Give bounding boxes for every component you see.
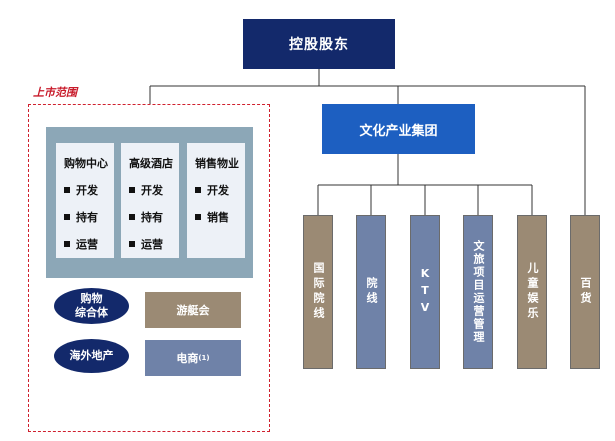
ktv-box: KTV [410,215,440,369]
controlling-shareholder-label: 控股股东 [289,37,349,53]
yacht-club-box: 游艇会 [145,292,241,328]
ellipse-label-line2: 综合体 [75,306,108,319]
ellipse-label: 海外地产 [69,349,114,362]
bullet-icon [129,187,135,193]
international-cinema-box: 国际院线 [303,215,333,369]
kids-entertainment-box: 儿童娱乐 [517,215,547,369]
yacht-club-label: 游艇会 [176,304,210,317]
controlling-shareholder-box: 控股股东 [243,19,395,69]
card-item: 开发 [64,182,114,198]
ellipse-label-line1: 购物 [80,292,103,305]
cinema-chain-box: 院线 [356,215,386,369]
card-item: 运营 [64,236,114,252]
bullet-icon [64,187,70,193]
card-item: 开发 [195,182,245,198]
bullet-icon [64,214,70,220]
card-item: 开发 [129,182,179,198]
shopping-complex-ellipse: 购物 综合体 [54,288,129,324]
ecommerce-box: 电商(1) [145,340,241,376]
card-item: 运营 [129,236,179,252]
shopping-center-card: 购物中心 开发 持有 运营 [56,143,114,258]
card-title: 销售物业 [195,157,239,170]
card-item: 持有 [129,209,179,225]
luxury-hotel-card: 高级酒店 开发 持有 运营 [121,143,179,258]
listed-scope-frame [28,104,270,432]
card-item: 持有 [64,209,114,225]
bullet-icon [195,214,201,220]
property-sales-card: 销售物业 开发 销售 [187,143,245,258]
bullet-icon [129,214,135,220]
card-title: 购物中心 [64,157,108,170]
ecommerce-footnote: (1) [198,354,210,362]
bullet-icon [195,187,201,193]
bullet-icon [64,241,70,247]
overseas-property-ellipse: 海外地产 [54,339,129,373]
listed-scope-label: 上市范围 [33,86,77,99]
culture-tourism-ops-box: 文旅项目运营管理 [463,215,493,369]
card-title: 高级酒店 [129,157,173,170]
card-item: 销售 [195,209,245,225]
department-store-box: 百货 [570,215,600,369]
culture-group-box: 文化产业集团 [322,104,475,154]
culture-group-label: 文化产业集团 [359,123,438,139]
ecommerce-label: 电商 [176,352,199,365]
bullet-icon [129,241,135,247]
